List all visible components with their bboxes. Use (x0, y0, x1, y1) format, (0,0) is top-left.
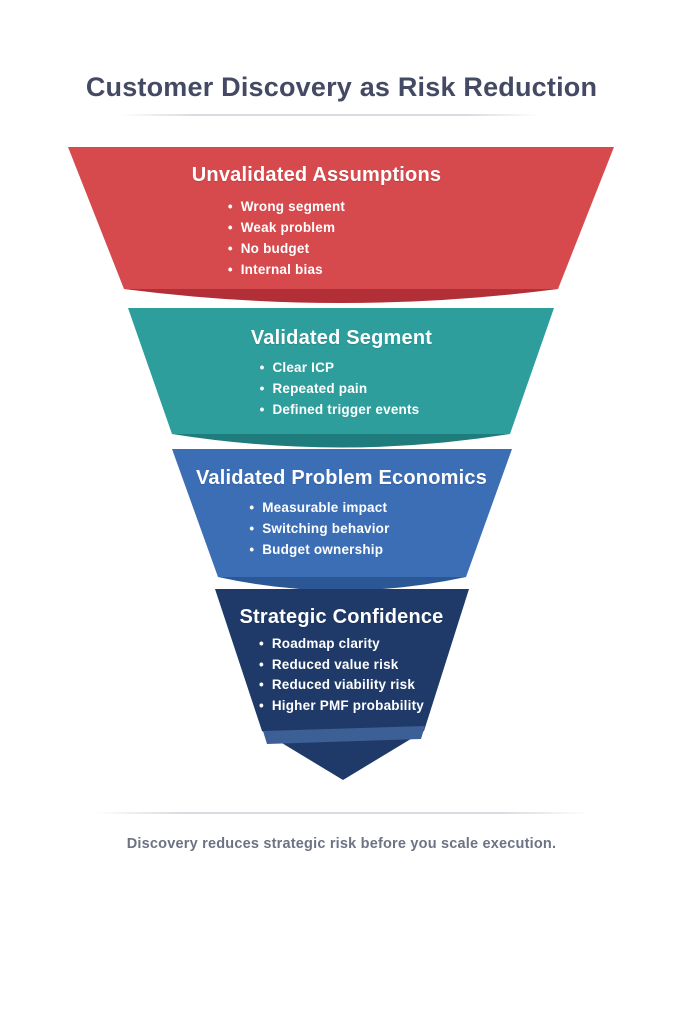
funnel-level-4-stripe (263, 726, 425, 744)
bullet-item: Budget ownership (249, 539, 389, 560)
funnel-level-1-title: Unvalidated Assumptions (191, 164, 442, 186)
funnel-level-1-bullets: Wrong segment Weak problem No budget Int… (228, 196, 345, 280)
bullet-item: Wrong segment (228, 196, 345, 217)
bullet-item: Weak problem (228, 217, 345, 238)
funnel-level-3-bullets: Measurable impact Switching behavior Bud… (249, 497, 389, 560)
bullet-item: Defined trigger events (260, 399, 420, 420)
funnel-level-4-content: Strategic Confidence Roadmap clarity Red… (0, 604, 683, 716)
funnel-level-3-content: Validated Problem Economics Measurable i… (0, 465, 683, 560)
title-divider (120, 114, 540, 116)
funnel-level-2-bullets: Clear ICP Repeated pain Defined trigger … (260, 357, 420, 420)
caption-divider (95, 812, 590, 814)
funnel-level-2-bevel (172, 434, 510, 448)
bullet-item: Internal bias (228, 259, 345, 280)
page-title: Customer Discovery as Risk Reduction (85, 72, 598, 102)
bullet-item: No budget (228, 238, 345, 259)
bullet-item: Measurable impact (249, 497, 389, 518)
funnel-level-3-title: Validated Problem Economics (195, 467, 488, 489)
funnel-level-2-title: Validated Segment (250, 327, 433, 349)
funnel-level-1-bevel (124, 289, 558, 303)
funnel-level-4-bullets: Roadmap clarity Reduced value risk Reduc… (259, 634, 424, 716)
bullet-item: Higher PMF probability (259, 696, 424, 717)
bullet-item: Switching behavior (249, 518, 389, 539)
bullet-item: Repeated pain (260, 378, 420, 399)
funnel-level-4-title: Strategic Confidence (239, 606, 444, 628)
funnel-level-1-content: Unvalidated Assumptions Wrong segment We… (0, 162, 683, 280)
bullet-item: Reduced viability risk (259, 675, 424, 696)
funnel-level-3-bevel (218, 577, 466, 591)
bullet-item: Clear ICP (260, 357, 420, 378)
bullet-item: Roadmap clarity (259, 634, 424, 655)
bullet-item: Reduced value risk (259, 655, 424, 676)
caption: Discovery reduces strategic risk before … (126, 836, 557, 852)
funnel-level-2-content: Validated Segment Clear ICP Repeated pai… (0, 325, 683, 420)
